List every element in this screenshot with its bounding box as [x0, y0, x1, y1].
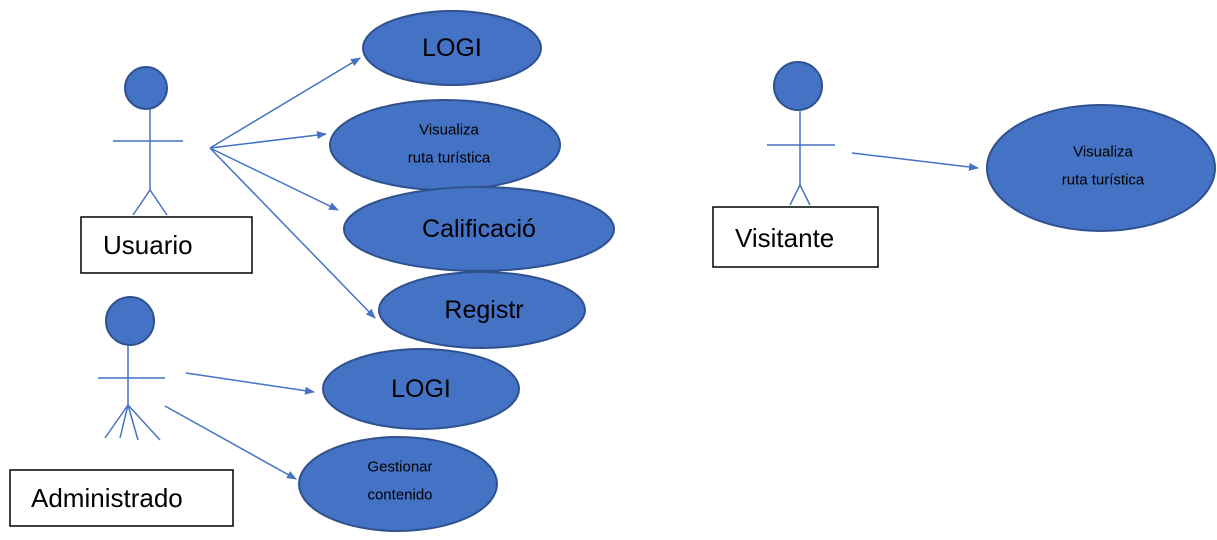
actor-usuario: Usuario [80, 66, 253, 274]
arrow-usuario-calificacion [209, 147, 339, 211]
actor-visitante: Visitante [712, 61, 879, 268]
use-case-visualiza-usuario-line-2: ruta turística [408, 150, 491, 167]
use-case-visualiza-visitante: Visualiza ruta turística [986, 104, 1216, 232]
arrow-admin-gestionar [164, 405, 297, 480]
use-case-ellipse [362, 10, 542, 86]
arrow-visitante-visualiza [851, 152, 979, 171]
actor-administrador-leg-right [127, 404, 161, 441]
actor-usuario-label: Usuario [103, 230, 193, 260]
arrow-admin-login [185, 372, 315, 395]
actor-visitante-label-box [712, 206, 879, 268]
use-case-ellipse [329, 99, 561, 191]
actor-usuario-leg-left [132, 189, 151, 216]
actor-visitante-leg-left [789, 184, 801, 206]
use-case-ellipse [378, 271, 586, 349]
associations [164, 57, 979, 480]
use-case-registro: Registr [378, 271, 586, 349]
use-case-calificacion-text: Calificació [422, 215, 536, 243]
arrow-usuario-visualiza [209, 131, 327, 149]
use-case-registro-text: Registr [444, 296, 523, 324]
use-case-ellipse [322, 348, 520, 430]
actor-administrador-label: Administrado [31, 483, 183, 513]
use-case-visualiza-visitante-line-1: Visualiza [1073, 144, 1133, 161]
use-case-visualiza-usuario: Visualiza ruta turística [329, 99, 561, 191]
actor-usuario-head [124, 66, 168, 110]
actor-visitante-leg-right [799, 184, 811, 206]
use-case-calificacion: Calificació [343, 186, 615, 272]
actor-administrador-leg-left [104, 404, 129, 439]
use-case-ellipse [343, 186, 615, 272]
use-case-ellipse [986, 104, 1216, 232]
use-case-ellipse [298, 436, 498, 532]
actor-usuario-leg-right [149, 189, 168, 216]
actor-administrador-leg-inner [119, 404, 129, 439]
actor-administrador-leg-inner-right [127, 404, 139, 441]
actor-visitante-head [773, 61, 823, 111]
arrow-usuario-login [209, 57, 361, 149]
actor-administrador-head [105, 296, 155, 346]
use-case-login-usuario-text: LOGI [422, 34, 482, 62]
use-case-gestionar: Gestionar contenido [298, 436, 498, 532]
use-case-visualiza-usuario-line-1: Visualiza [419, 122, 479, 139]
arrow-usuario-registro [209, 147, 376, 319]
use-case-gestionar-line-1: Gestionar [367, 459, 432, 476]
use-case-visualiza-visitante-line-2: ruta turística [1062, 172, 1145, 189]
use-case-login-usuario: LOGI [362, 10, 542, 86]
use-case-login-admin-text: LOGI [391, 375, 451, 403]
actor-usuario-label-box [80, 216, 253, 274]
use-case-login-admin: LOGI [322, 348, 520, 430]
actor-administrador: Administrado [9, 296, 234, 527]
actor-administrador-label-box [9, 469, 234, 527]
use-case-gestionar-line-2: contenido [367, 487, 432, 504]
actor-visitante-label: Visitante [735, 223, 834, 253]
